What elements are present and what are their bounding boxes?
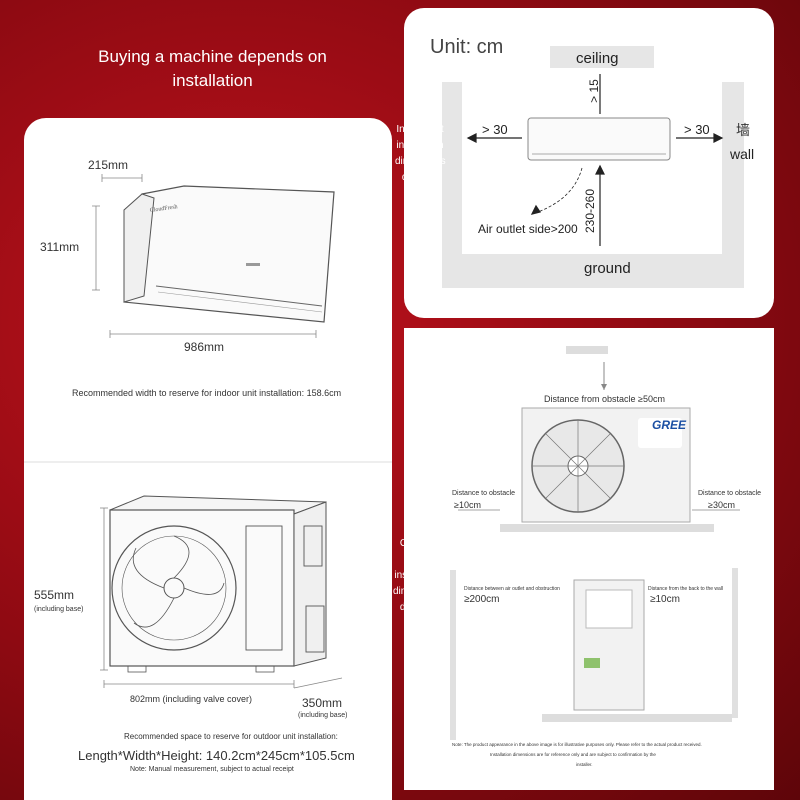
floor-gap-label: 230-260 <box>583 188 598 234</box>
outdoor-unit-drawing <box>109 495 327 673</box>
outdoor-unit-back <box>573 579 645 711</box>
indoor-diagram-side-title: Indoor unit installation dimensions diag… <box>395 124 446 183</box>
disclaimer-line-1: Note: The product appearance in the abov… <box>452 742 702 747</box>
indoor-installation-panel: Unit: cm ceiling > 15 > 30 > 30 墙 wall A… <box>404 8 774 318</box>
outdoor-depth-note: (including base) <box>298 712 348 719</box>
back-distance-label: Distance from the back to the wall <box>648 586 724 592</box>
indoor-width-label: 986mm <box>184 340 225 354</box>
left-gap-label: > 30 <box>482 122 508 137</box>
outdoor-height-note: (including base) <box>34 606 84 613</box>
outdoor-installation-panel: GREE Distance from obstacle ≥50cm Distan… <box>404 328 774 790</box>
indoor-unit-drawing: CloudFresh <box>123 185 335 323</box>
gree-logo: GREE <box>652 418 687 432</box>
outdoor-height-label: 555mm <box>34 588 75 602</box>
dimension-drawings: CloudFresh <box>24 174 392 689</box>
outdoor-unit-front <box>521 407 691 523</box>
indoor-height-label: 311mm <box>40 240 80 254</box>
ground-label: ground <box>584 260 631 277</box>
outdoor-dimensions-text: Length*Width*Height: 140.2cm*245cm*105.5… <box>78 748 355 763</box>
outdoor-diagram-side-title: Outdoor unit installation dimensions dia… <box>393 538 444 613</box>
wall-cn-label: 墙 <box>736 122 750 138</box>
back-distance-value: ≥10cm <box>650 594 680 605</box>
air-outlet-label: Air outlet side>200 <box>478 222 578 236</box>
right-distance-value: ≥30cm <box>708 500 735 510</box>
outdoor-installation-drawing <box>450 346 740 740</box>
left-distance-value: ≥10cm <box>454 500 481 510</box>
outlet-distance-label: Distance between air outlet and obstruct… <box>464 586 560 592</box>
indoor-recommended-text: Recommended width to reserve for indoor … <box>72 388 342 398</box>
left-distance-label: Distance to obstacle <box>452 490 516 497</box>
outdoor-width-label: 802mm (including valve cover) <box>130 694 253 704</box>
measurement-note: Note: Manual measurement, subject to act… <box>130 766 294 773</box>
right-distance-label: Distance to obstacle <box>698 490 762 497</box>
ceiling-label: ceiling <box>576 50 619 67</box>
top-gap-label: > 15 <box>586 79 601 103</box>
outdoor-recommended-text: Recommended space to reserve for outdoor… <box>124 732 338 741</box>
disclaimer-line-2: Installation dimensions are for referenc… <box>490 752 656 757</box>
indoor-depth-label: 215mm <box>88 158 129 172</box>
disclaimer-line-3: installer. <box>576 762 593 767</box>
right-gap-label: > 30 <box>684 122 710 137</box>
wall-label: wall <box>730 146 755 162</box>
indoor-installation-drawing <box>442 46 744 288</box>
indoor-brand-text: CloudFresh <box>149 204 178 214</box>
outdoor-depth-label: 350mm <box>302 696 343 710</box>
page-header-title: Buying a machine depends on installation <box>98 47 327 90</box>
product-dimensions-panel: CloudFresh 215mm 311mm 986mm Recommended <box>24 118 392 800</box>
top-distance-label: Distance from obstacle ≥50cm <box>544 394 665 404</box>
unit-label: Unit: cm <box>430 36 504 58</box>
outlet-distance-value: ≥200cm <box>464 594 500 605</box>
